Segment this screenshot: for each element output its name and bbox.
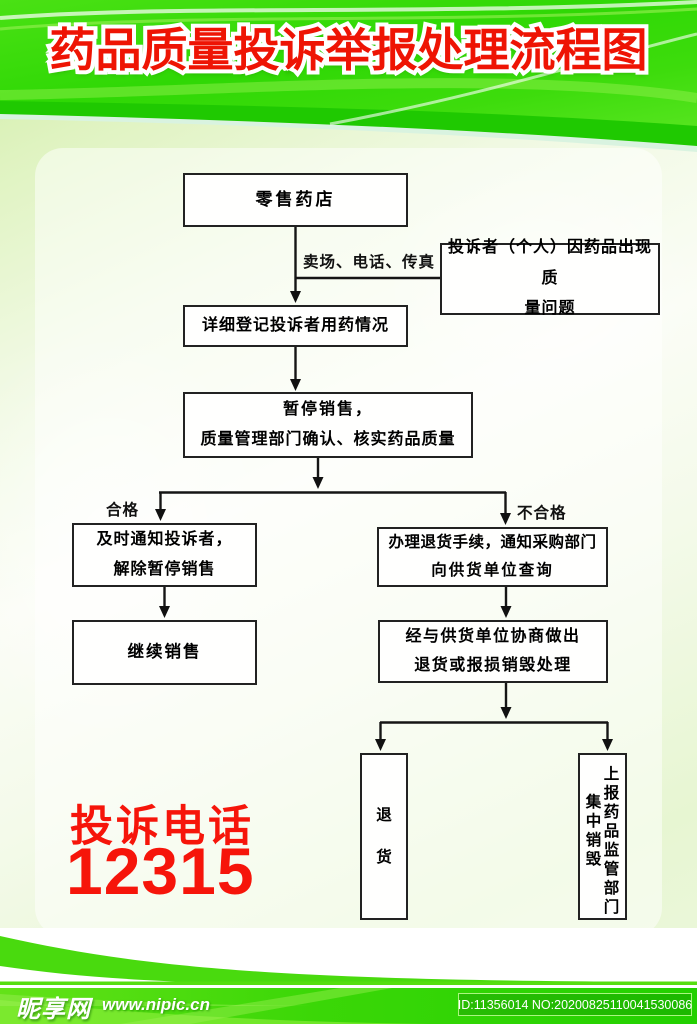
edge-label-pass: 合格 [106, 502, 140, 519]
image-id-badge: ID:11356014 NO:20200825110041530086 [458, 993, 692, 1016]
flow-box-line: 量问题 [524, 300, 576, 318]
flow-box-refund-procedure: 办理退货手续，通知采购部门 向供货单位查询 [377, 527, 608, 587]
poster-title: 药品质量投诉举报处理流程图 [0, 21, 697, 81]
flow-box-label: 继续销售 [127, 642, 202, 661]
flow-box-line: 投诉者（个人）因药品出现质 [447, 239, 652, 287]
flow-box-line: 经与供货单位协商做出 [405, 627, 581, 645]
hotline-number: 12315 [66, 834, 255, 908]
flow-box-suspend-sale: 暂停销售， 质量管理部门确认、核实药品质量 [183, 392, 473, 458]
image-id-text: ID:11356014 NO:20200825110041530086 [457, 997, 693, 1012]
flow-box-vertical-text: 上报药品监管部门 [603, 766, 620, 916]
flow-box-line: 质量管理部门确认、核实药品质量 [200, 431, 456, 448]
nipic-logo: 昵享网 [16, 996, 91, 1023]
flow-box-line: 办理退货手续，通知采购部门 [388, 534, 597, 552]
flow-box-vertical-text: 退货 [376, 806, 392, 866]
site-url: www.nipic.cn [102, 995, 210, 1014]
flow-box-negotiate-supplier: 经与供货单位协商做出 退货或报损销毁处理 [378, 620, 608, 683]
flow-box-label: 详细登记投诉者用药情况 [201, 316, 389, 334]
flow-box-line: 向供货单位查询 [431, 562, 554, 579]
flow-box-vertical-text: 集中销毁 [585, 794, 602, 868]
flow-box-return-goods: 退货 [360, 753, 408, 920]
flow-box-register: 详细登记投诉者用药情况 [183, 305, 408, 347]
edge-label-channel: 卖场、电话、传真 [303, 254, 436, 271]
edge-label-fail: 不合格 [517, 505, 567, 522]
flow-box-label: 零售药店 [255, 189, 336, 209]
flow-box-line: 及时通知投诉者， [96, 531, 233, 549]
flow-box-line: 暂停销售， [282, 401, 373, 419]
hotline-label: 投诉电话 [70, 803, 254, 851]
flow-box-line: 退货或报损销毁处理 [414, 656, 572, 674]
footer-band [0, 928, 697, 1024]
flow-box-report-regulator: 集中销毁 上报药品监管部门 [578, 753, 627, 920]
flow-box-complainant: 投诉者（个人）因药品出现质 量问题 [440, 239, 660, 317]
flow-box-notify-complainant: 及时通知投诉者， 解除暂停销售 [72, 523, 257, 587]
flow-box-retail-pharmacy: 零售药店 [183, 173, 408, 227]
flow-box-line: 解除暂停销售 [113, 561, 216, 578]
flow-box-continue-sale: 继续销售 [72, 620, 257, 685]
